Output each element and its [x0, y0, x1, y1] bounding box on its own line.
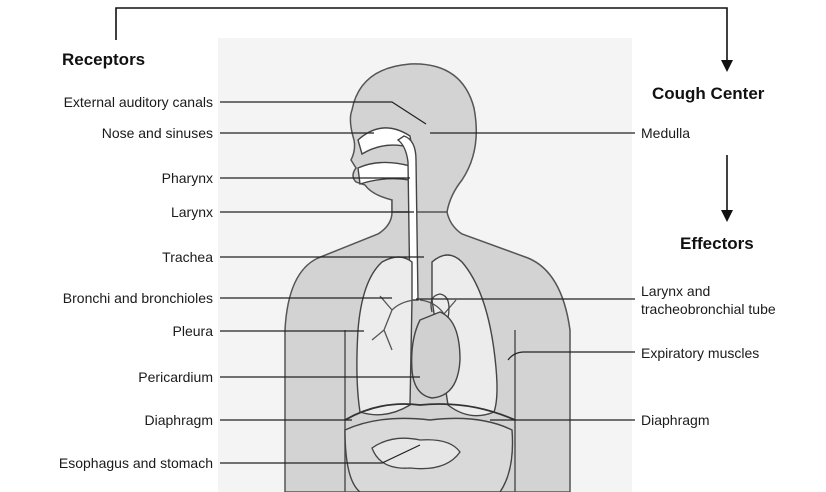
label-medulla: Medulla	[641, 125, 690, 141]
arrowhead-top	[721, 60, 733, 72]
arrowhead-bottom	[721, 210, 733, 222]
label-esophagus-and-stomach: Esophagus and stomach	[59, 455, 213, 471]
label-pharynx: Pharynx	[162, 170, 213, 186]
label-tracheobronchial-tube: tracheobronchial tube	[641, 301, 776, 317]
label-trachea: Trachea	[162, 249, 213, 265]
label-bronchi-and-bronchioles: Bronchi and bronchioles	[63, 290, 213, 306]
heart	[412, 312, 460, 398]
label-nose-and-sinuses: Nose and sinuses	[102, 125, 213, 141]
effectors-heading: Effectors	[680, 234, 754, 254]
stomach	[372, 438, 460, 468]
label-expiratory-muscles: Expiratory muscles	[641, 345, 759, 361]
cough-center-heading: Cough Center	[652, 84, 764, 104]
receptors-heading: Receptors	[62, 50, 145, 70]
label-larynx-and: Larynx and	[641, 283, 710, 299]
label-diaphragm-effector: Diaphragm	[641, 412, 709, 428]
label-pericardium: Pericardium	[138, 369, 213, 385]
label-pleura: Pleura	[173, 323, 213, 339]
label-external-auditory-canals: External auditory canals	[64, 94, 213, 110]
label-diaphragm-receptor: Diaphragm	[145, 412, 213, 428]
label-larynx: Larynx	[171, 204, 213, 220]
